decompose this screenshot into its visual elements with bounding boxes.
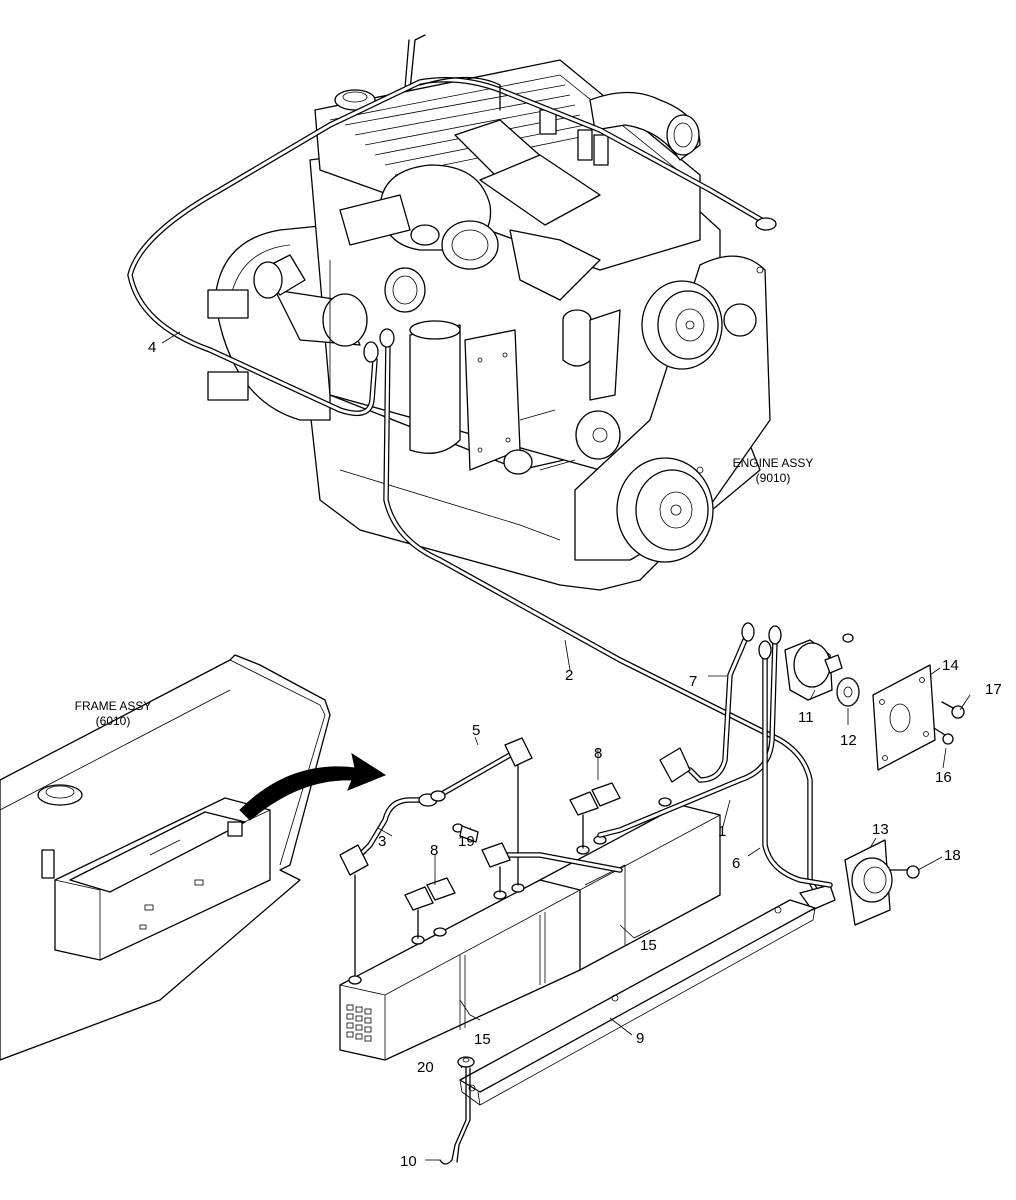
mounting-plate-14 — [872, 664, 936, 771]
frame-assy-label: FRAME ASSY — [75, 699, 152, 713]
cable-5 — [430, 737, 533, 886]
callout-13: 13 — [872, 821, 889, 838]
frame-assembly-drawing — [0, 654, 331, 1061]
cable-4-engine-ground — [127, 77, 777, 417]
leader-lines — [161, 331, 971, 1161]
bolt-16 — [933, 727, 954, 745]
engine-assy-label: ENGINE ASSY — [733, 456, 814, 470]
engine-assy-code: (9010) — [756, 471, 791, 485]
callout-7: 7 — [689, 673, 697, 690]
callout-5: 5 — [472, 722, 480, 739]
cable-3 — [339, 793, 438, 976]
callout-labels: 1 2 3 4 5 6 7 8 8 9 10 11 12 13 14 15 15… — [148, 339, 1002, 1170]
callout-1: 1 — [718, 823, 726, 840]
arrow-frame-to-battery — [239, 752, 387, 821]
callout-3: 3 — [378, 833, 386, 850]
callout-14: 14 — [942, 657, 959, 674]
battery-group — [339, 797, 721, 1061]
terminal-cover-13 — [844, 839, 893, 926]
callout-16: 16 — [935, 769, 952, 786]
bolt-18 — [889, 865, 920, 879]
cable-2-main — [379, 328, 836, 911]
jumper-cables-8 — [404, 782, 623, 939]
cable-7 — [659, 622, 755, 783]
washer-12 — [836, 677, 860, 707]
cable-6 — [758, 640, 833, 888]
disconnect-switch-11 — [784, 633, 854, 701]
bolt-17 — [941, 701, 965, 719]
callout-17: 17 — [985, 681, 1002, 698]
callout-8-upper: 8 — [594, 745, 602, 762]
callout-8-lower: 8 — [430, 842, 438, 859]
j-bolt-10 — [439, 1067, 471, 1165]
callout-4: 4 — [148, 339, 156, 356]
callout-9: 9 — [636, 1030, 644, 1047]
cable-1 — [597, 625, 782, 838]
callout-15-left: 15 — [474, 1031, 491, 1048]
callout-15-right: 15 — [640, 937, 657, 954]
callout-20: 20 — [417, 1059, 434, 1076]
engine-assembly-drawing — [207, 34, 771, 591]
callout-6: 6 — [732, 855, 740, 872]
callout-18: 18 — [944, 847, 961, 864]
battery-holddown-9 — [459, 899, 816, 1106]
nut-20 — [457, 1056, 475, 1068]
breather-hose — [419, 76, 501, 111]
callout-19: 19 — [458, 833, 475, 850]
callout-12: 12 — [840, 732, 857, 749]
callout-2: 2 — [565, 667, 573, 684]
callout-10: 10 — [400, 1153, 417, 1170]
bolt-19 — [452, 823, 479, 843]
frame-assy-code: (6010) — [96, 714, 131, 728]
callout-11: 11 — [798, 709, 814, 726]
